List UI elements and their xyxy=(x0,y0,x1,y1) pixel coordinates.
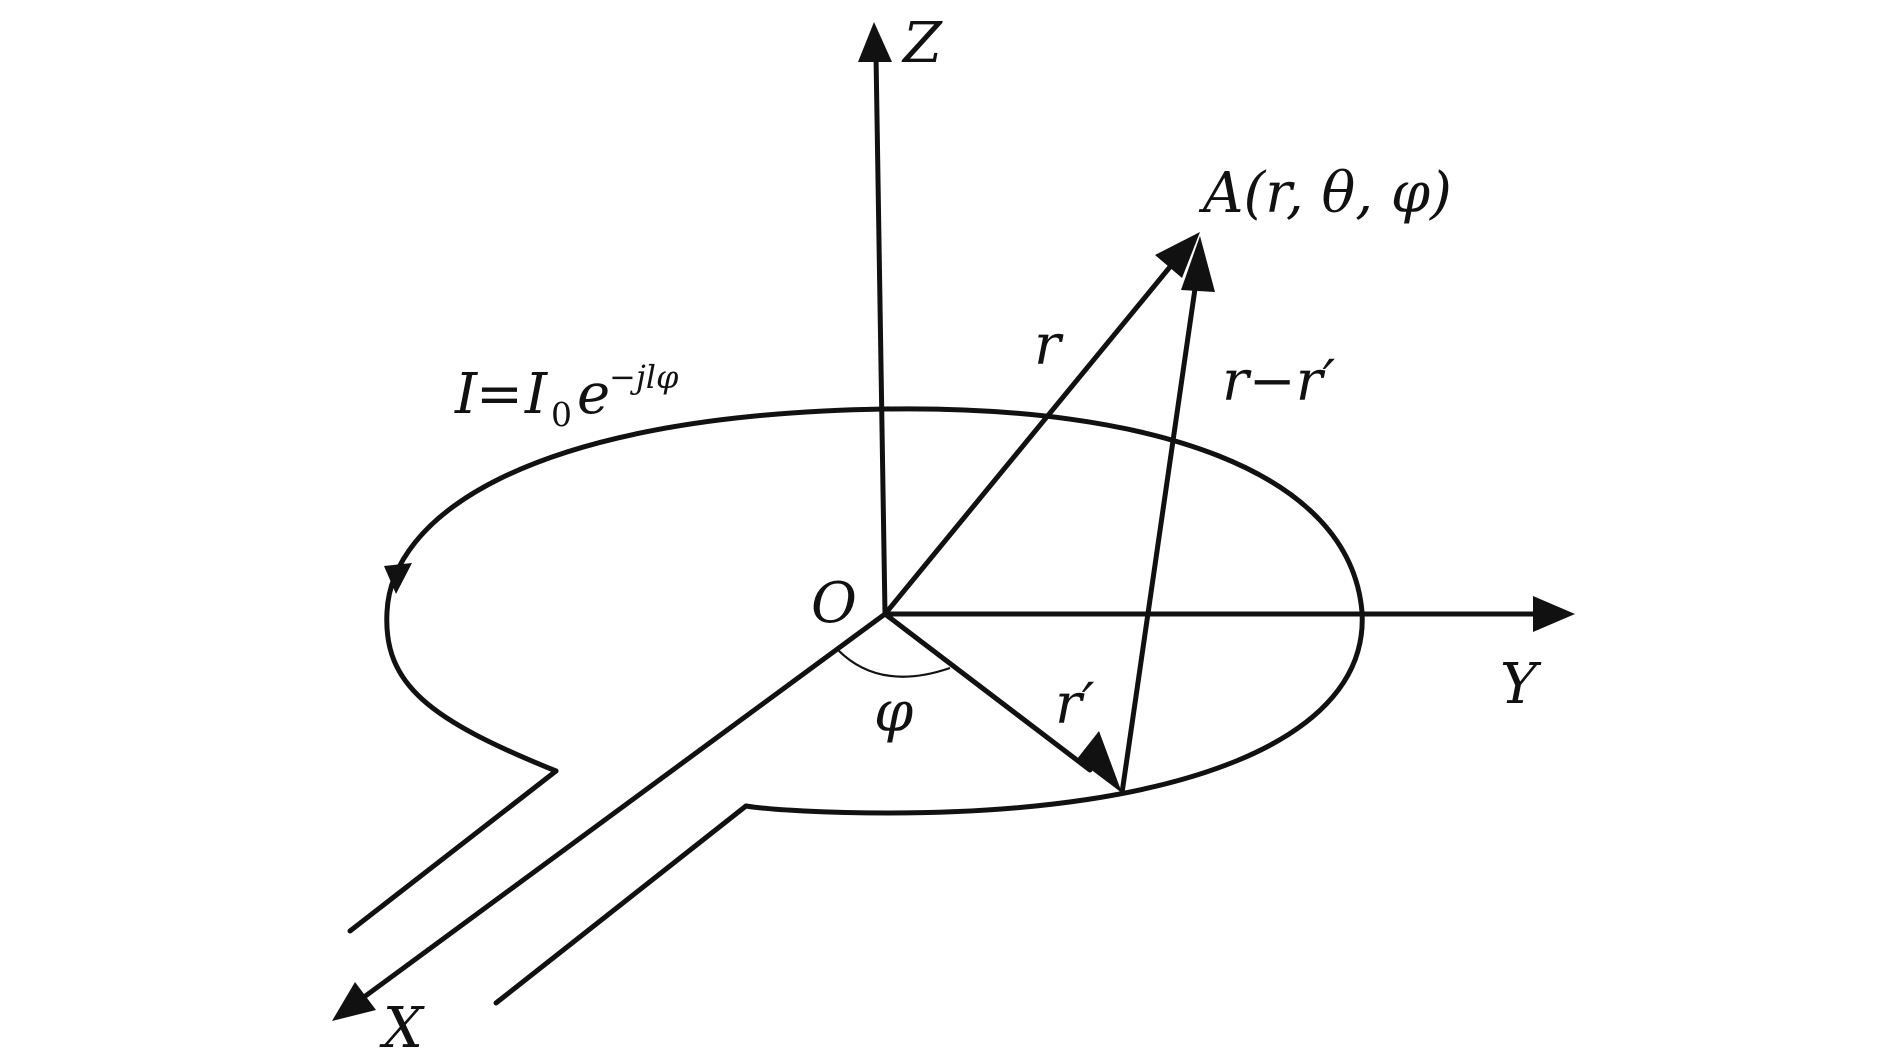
vector-r-line xyxy=(882,259,1177,617)
current-formula: I = I 0 e −jlφ xyxy=(454,358,679,434)
current-amplitude: I xyxy=(524,362,549,427)
point-a-label: A(r, θ, φ) xyxy=(1198,161,1452,226)
r-prime-label: r′ xyxy=(1055,672,1095,737)
current-lhs: I xyxy=(454,362,479,427)
feed-line-right xyxy=(493,803,749,1006)
r-minus-r-prime-label: r−r′ xyxy=(1222,349,1335,414)
vector-r-prime-arrowhead xyxy=(1077,731,1122,793)
x-axis-label: X xyxy=(379,996,425,1061)
current-loop xyxy=(384,406,1365,816)
angle-arc xyxy=(837,649,951,678)
z-axis-label: Z xyxy=(901,11,943,76)
x-axis-line xyxy=(357,611,888,1003)
x-axis-arrowhead xyxy=(332,982,376,1021)
y-axis-arrowhead xyxy=(1533,596,1575,632)
y-axis-label: Y xyxy=(1500,652,1542,717)
z-axis-arrowhead xyxy=(858,22,892,62)
current-exp-base: e xyxy=(577,362,610,427)
feed-line-left xyxy=(347,768,559,934)
z-axis-line xyxy=(873,52,888,617)
angle-phi-label: φ xyxy=(874,680,913,745)
vector-r-minus-r-prime-line xyxy=(1119,272,1200,796)
loop-direction-arrow xyxy=(384,563,412,594)
vector-r-minus-r-prime-arrowhead xyxy=(1181,236,1215,292)
current-subscript: 0 xyxy=(551,395,572,434)
vector-r-prime-line xyxy=(882,611,1093,773)
vector-r-arrowhead xyxy=(1155,232,1200,278)
origin-label: O xyxy=(811,571,857,636)
r-label: r xyxy=(1034,313,1064,378)
current-equals: = xyxy=(476,362,523,427)
current-exponent: −jlφ xyxy=(609,358,679,396)
